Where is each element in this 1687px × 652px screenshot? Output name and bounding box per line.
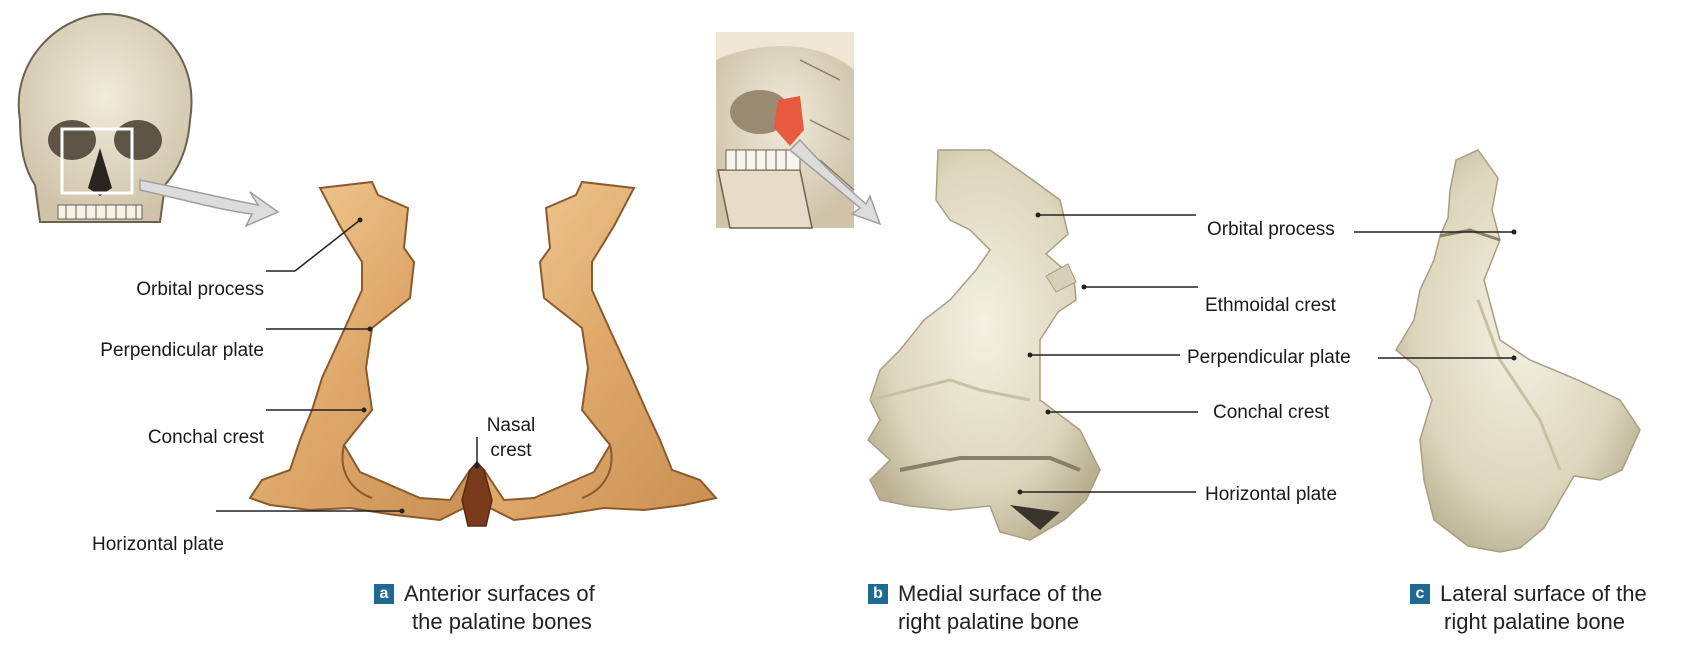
label-orbital-process-b: Orbital process <box>1207 219 1335 241</box>
dot-perpendicular-plate-b <box>1028 353 1033 358</box>
caption-b-line1: Medial surface of the <box>898 580 1102 607</box>
label-conchal-crest-a: Conchal crest <box>148 427 264 449</box>
badge-c: c <box>1410 584 1430 604</box>
dot-ethmoidal-crest-b <box>1082 285 1087 290</box>
label-nasal-crest-line2: crest <box>483 440 539 462</box>
caption-c-line2: right palatine bone <box>1444 608 1625 635</box>
caption-b-line2: right palatine bone <box>898 608 1079 635</box>
label-perpendicular-plate-a: Perpendicular plate <box>100 340 264 362</box>
dot-conchal-crest-b <box>1046 410 1051 415</box>
caption-a-line2: the palatine bones <box>412 608 592 635</box>
lateral-skull-thumbnail <box>716 32 854 228</box>
dot-horizontal-plate-a <box>400 509 405 514</box>
label-horizontal-plate-a: Horizontal plate <box>92 534 224 556</box>
caption-a-line1: Anterior surfaces of <box>404 580 595 607</box>
label-horizontal-plate-b: Horizontal plate <box>1205 484 1337 506</box>
medial-bone-photo <box>868 150 1100 540</box>
label-conchal-crest-b: Conchal crest <box>1213 402 1329 424</box>
dot-conchal-crest-a <box>362 408 367 413</box>
label-ethmoidal-crest-b: Ethmoidal crest <box>1205 295 1336 317</box>
label-perpendicular-plate-b: Perpendicular plate <box>1187 347 1351 369</box>
badge-a: a <box>374 584 394 604</box>
dot-orbital-process-b <box>1036 213 1041 218</box>
dot-orbital-process-a <box>358 218 363 223</box>
lateral-bone-photo <box>1396 150 1640 552</box>
dot-horizontal-plate-b <box>1018 490 1023 495</box>
label-orbital-process-a: Orbital process <box>136 279 264 301</box>
leader-orbital-process-a-diag <box>295 220 360 271</box>
dot-orbital-process-c <box>1512 230 1517 235</box>
label-nasal-crest-line1: Nasal <box>483 415 539 437</box>
palatine-bones-illustration <box>250 182 716 526</box>
dot-perpendicular-plate-c <box>1512 356 1517 361</box>
caption-c-line1: Lateral surface of the <box>1440 580 1647 607</box>
badge-b: b <box>868 584 888 604</box>
dot-nasal-crest <box>475 464 480 469</box>
dot-perpendicular-plate-a <box>368 327 373 332</box>
